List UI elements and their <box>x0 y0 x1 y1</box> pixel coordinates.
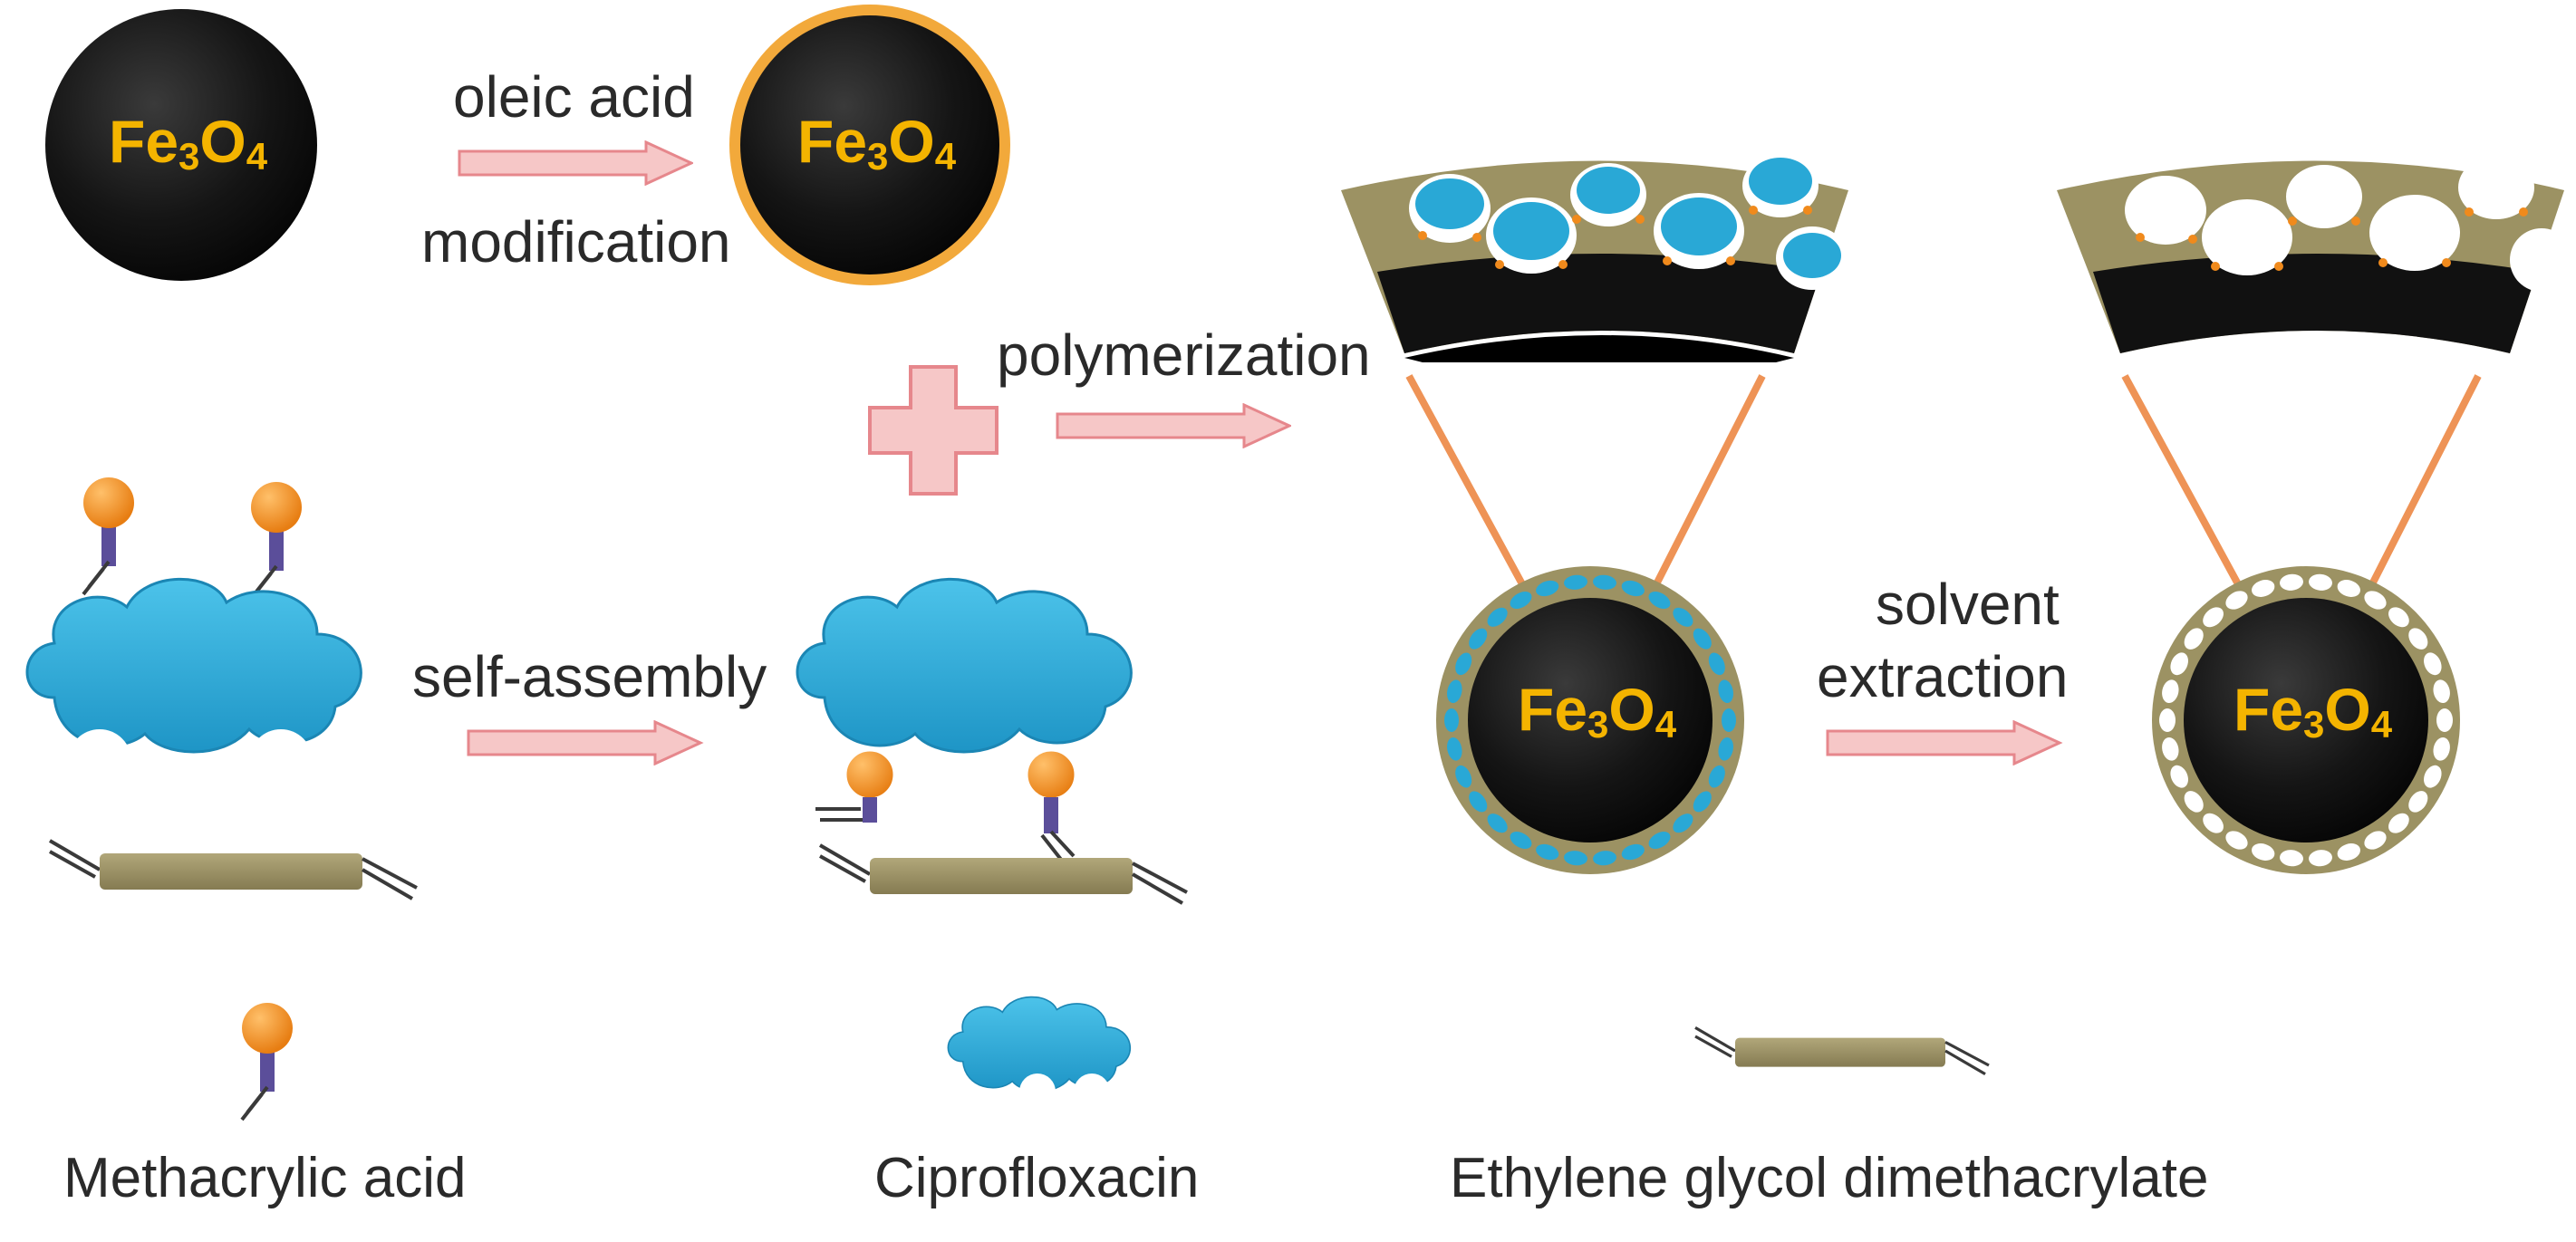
arrow-right-icon <box>467 720 702 765</box>
template-site <box>1708 652 1725 676</box>
extraction-label: extraction <box>1817 644 2069 709</box>
fe3o4-label: Fe3O4 <box>1518 676 1677 746</box>
imprint-cavity <box>2433 737 2450 761</box>
monomer-icon <box>1023 746 1079 862</box>
legend-methacrylic-acid: Methacrylic acid <box>63 1147 467 1209</box>
imprint-cavity <box>2388 607 2409 628</box>
cloud-icon <box>947 996 1132 1110</box>
imprint-cavity <box>2170 652 2188 676</box>
template-site <box>1510 592 1532 609</box>
imprint-cavity <box>2309 573 2332 591</box>
oleic-acid-label: oleic acid <box>453 64 695 130</box>
cloud-icon <box>25 577 362 793</box>
imprint-cavity <box>2364 591 2387 610</box>
template-site <box>1564 851 1587 866</box>
template-site <box>1648 832 1671 849</box>
template-site <box>1722 708 1736 732</box>
legend-egdma: Ethylene glycol dimethacrylate <box>1450 1147 2209 1209</box>
plus-icon <box>868 365 999 496</box>
template-site <box>1693 628 1712 650</box>
monomer-icon <box>240 1001 294 1122</box>
template-site <box>1455 765 1472 788</box>
template-site <box>1593 851 1616 866</box>
arrow-right-icon <box>1056 403 1291 448</box>
imprint-cavity <box>2225 591 2248 610</box>
imprint-cavity <box>2162 737 2179 761</box>
imprint-cavity <box>2225 831 2248 850</box>
imprint-cavity <box>2337 580 2360 597</box>
template-site <box>1469 791 1488 813</box>
imprint-cavity <box>2337 843 2360 861</box>
imprint-cavity <box>2424 765 2442 788</box>
imprinted-particle <box>1436 566 1744 874</box>
imprint-cavity <box>2388 813 2409 833</box>
imprint-cavity <box>2280 573 2303 591</box>
imprint-cavity <box>2364 831 2387 850</box>
fe3o4-oleic-particle <box>729 5 1010 285</box>
imprint-cavity <box>2203 813 2224 833</box>
monomer-icon <box>82 476 136 596</box>
template-site <box>1536 580 1559 597</box>
template-site <box>1708 765 1725 788</box>
modification-label: modification <box>421 209 731 274</box>
imprint-cavity <box>2162 679 2179 704</box>
imprint-cavity <box>2280 850 2303 867</box>
imprint-cavity <box>2436 708 2453 732</box>
template-site <box>1564 574 1587 590</box>
arrow-right-icon <box>458 140 693 186</box>
imprint-cavity <box>2170 765 2188 788</box>
imprinted-shell-zoom <box>1341 154 1848 362</box>
template-site <box>1536 843 1559 861</box>
fe3o4-label: Fe3O4 <box>109 108 268 178</box>
fe3o4-bare-particle <box>45 9 317 281</box>
template-site <box>1487 607 1508 627</box>
template-site <box>1455 652 1472 676</box>
fe3o4-label: Fe3O4 <box>797 108 957 178</box>
self-assembly-label: self-assembly <box>412 644 767 709</box>
fe3o4-label: Fe3O4 <box>2233 676 2393 746</box>
imprint-cavity <box>2203 607 2224 628</box>
template-site <box>1444 708 1459 732</box>
extracted-shell-zoom <box>2057 156 2573 353</box>
template-site <box>1621 580 1645 597</box>
template-site <box>1693 791 1712 813</box>
template-site <box>1673 607 1693 627</box>
polymerization-label: polymerization <box>997 323 1371 388</box>
template-site <box>1447 679 1462 704</box>
legend-ciprofloxacin: Ciprofloxacin <box>874 1147 1200 1209</box>
template-site <box>1673 814 1693 833</box>
cloud-icon <box>796 577 1133 754</box>
solvent-label: solvent <box>1876 572 2060 637</box>
imprint-cavity <box>2184 628 2204 650</box>
imprint-cavity <box>2433 679 2450 704</box>
template-site <box>1510 832 1532 849</box>
template-site <box>1487 814 1508 833</box>
imprint-cavity <box>2252 580 2275 597</box>
crosslinker-icon <box>818 843 1189 905</box>
template-site <box>1648 592 1671 609</box>
imprint-cavity <box>2309 850 2332 867</box>
template-site <box>1593 574 1616 590</box>
template-site <box>1447 737 1462 761</box>
arrow-right-icon <box>1826 720 2061 765</box>
imprint-cavity <box>2252 843 2275 861</box>
template-site <box>1718 679 1733 704</box>
imprint-cavity <box>2424 652 2442 676</box>
template-site <box>1621 843 1645 861</box>
template-site <box>1469 628 1488 650</box>
extracted-particle <box>2152 566 2460 874</box>
crosslinker-icon <box>48 839 419 900</box>
crosslinker-icon <box>1693 1025 1991 1076</box>
monomer-icon <box>249 480 304 601</box>
imprint-cavity <box>2408 791 2428 813</box>
template-site <box>1718 737 1733 761</box>
imprint-cavity <box>2408 628 2428 650</box>
imprint-cavity <box>2159 708 2176 732</box>
imprint-cavity <box>2184 791 2204 813</box>
monomer-icon <box>815 746 898 823</box>
